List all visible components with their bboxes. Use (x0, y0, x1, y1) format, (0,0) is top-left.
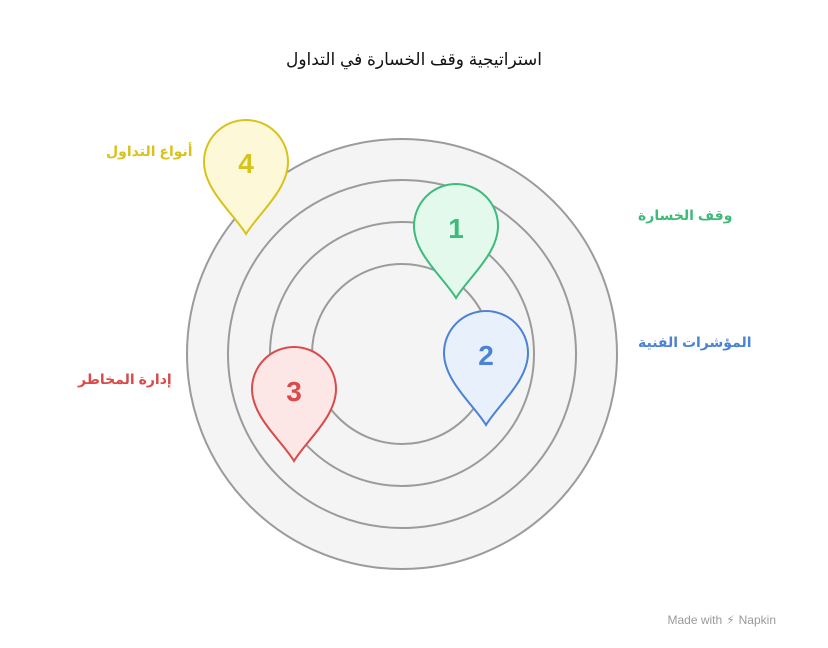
napkin-watermark[interactable]: Made with ⚡ Napkin (668, 613, 777, 627)
pin-marker-2[interactable]: 2 (442, 310, 530, 427)
diagram-title: استراتيجية وقف الخسارة في التداول (286, 50, 542, 69)
napkin-logo-icon: ⚡ (726, 613, 735, 627)
label-technical-indicators: المؤشرات الفنية (638, 334, 752, 350)
label-stop-loss: وقف الخسارة (638, 207, 733, 223)
pin-number-1: 1 (448, 213, 464, 244)
pin-number-3: 3 (286, 376, 302, 407)
pin-number-4: 4 (238, 148, 254, 179)
label-trading-types: أنواع التداول (106, 143, 193, 159)
watermark-prefix: Made with (667, 613, 723, 627)
pin-marker-3[interactable]: 3 (250, 346, 338, 463)
pin-number-2: 2 (478, 340, 494, 371)
pin-marker-4[interactable]: 4 (202, 119, 290, 236)
pin-marker-1[interactable]: 1 (412, 183, 500, 300)
label-risk-management: إدارة المخاطر (78, 371, 172, 387)
watermark-brand: Napkin (738, 613, 776, 627)
